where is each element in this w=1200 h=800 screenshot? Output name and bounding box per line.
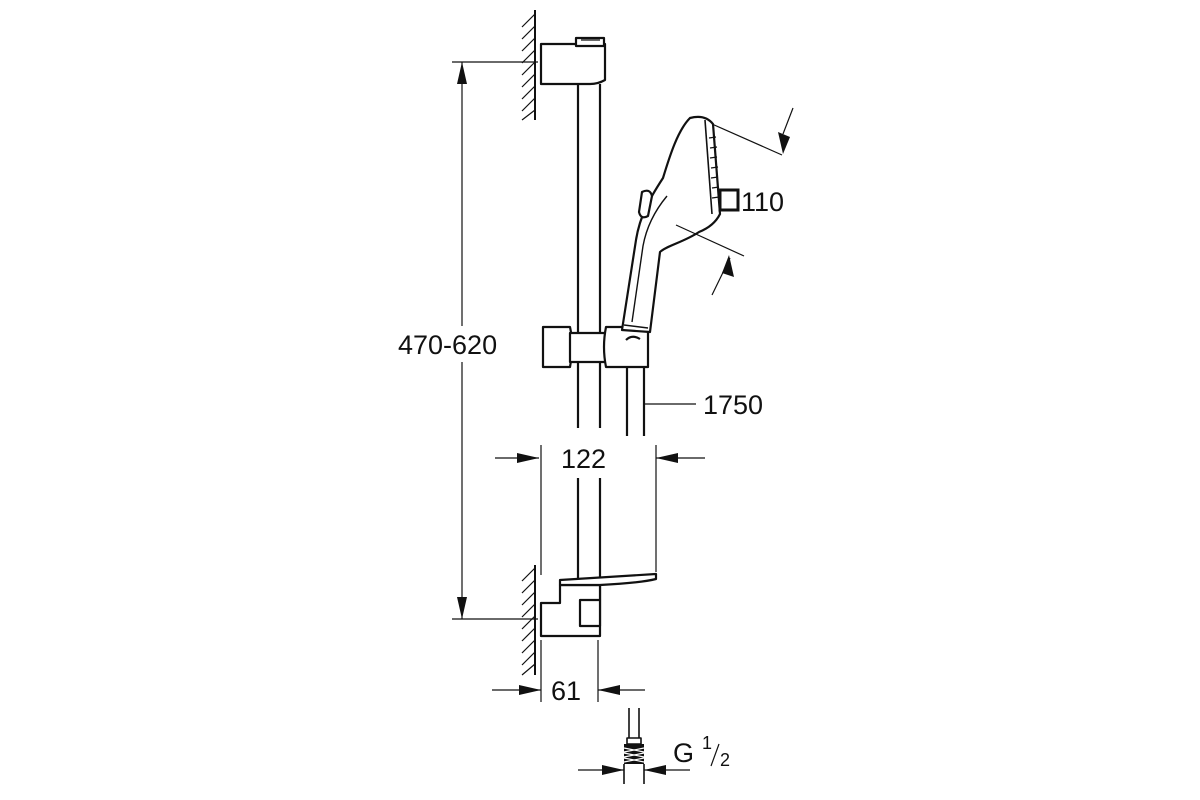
thread-label-denominator: 2 [720, 750, 730, 770]
thread-label-g: G [673, 738, 694, 768]
projection-label: 122 [561, 444, 606, 474]
wall-distance-dimension [492, 640, 645, 702]
lower-wall-bracket-with-shelf [539, 572, 658, 638]
thread-dimension [578, 765, 690, 775]
upper-wall-bracket [539, 36, 607, 86]
rail-height-label: 470-620 [398, 330, 497, 360]
shower-rail-upper [576, 84, 602, 428]
square-size-symbol-icon [718, 188, 740, 212]
wall-distance-label: 61 [551, 676, 581, 706]
projection-dimension [495, 445, 705, 575]
thread-fraction-slash [710, 743, 720, 767]
upper-wall [521, 10, 536, 121]
head-size-label: 110 [741, 187, 784, 217]
hose-connector [623, 708, 645, 784]
shower-hose [625, 367, 646, 436]
head-size-dimension [675, 107, 794, 296]
sliding-holder [541, 325, 650, 369]
hose-length-label: 1750 [703, 390, 763, 420]
thread-label-numerator: 1 [702, 733, 712, 753]
spray-face-nozzles [708, 136, 720, 199]
lower-wall [521, 565, 536, 676]
rail-height-dimension [452, 61, 538, 620]
hand-shower [620, 115, 722, 334]
